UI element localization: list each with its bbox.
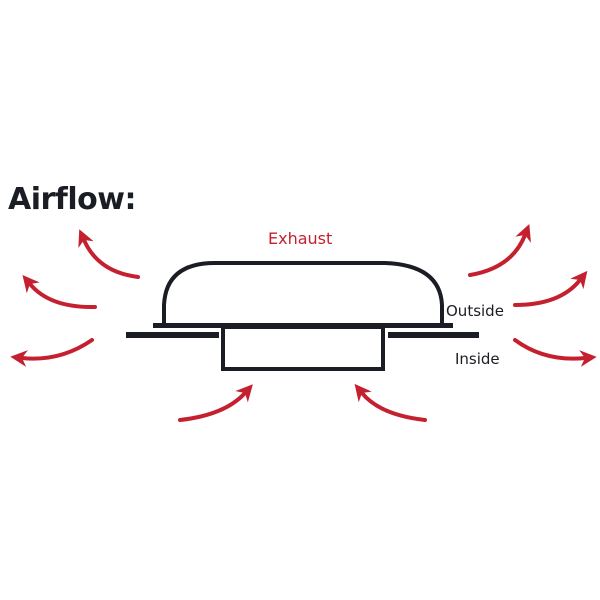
airflow-arrows <box>10 224 597 422</box>
roof-plate-left <box>126 332 219 338</box>
roof-plate-right <box>388 332 479 338</box>
airflow-arrow-icon <box>78 229 140 279</box>
inside-label: Inside <box>455 350 500 368</box>
exhaust-label: Exhaust <box>268 229 333 248</box>
outside-label: Outside <box>446 302 504 320</box>
airflow-arrow-icon <box>468 224 531 277</box>
airflow-arrow-icon <box>513 338 597 367</box>
airflow-arrow-icon <box>178 384 253 422</box>
airflow-arrow-icon <box>22 274 97 310</box>
airflow-arrow-icon <box>10 338 94 367</box>
diagram-title: Airflow: <box>8 182 136 217</box>
vent-duct <box>221 325 385 371</box>
airflow-arrow-icon <box>354 383 427 422</box>
vent-dome <box>162 261 444 324</box>
roof-vent-icon <box>126 261 479 371</box>
airflow-arrow-icon <box>513 270 588 307</box>
